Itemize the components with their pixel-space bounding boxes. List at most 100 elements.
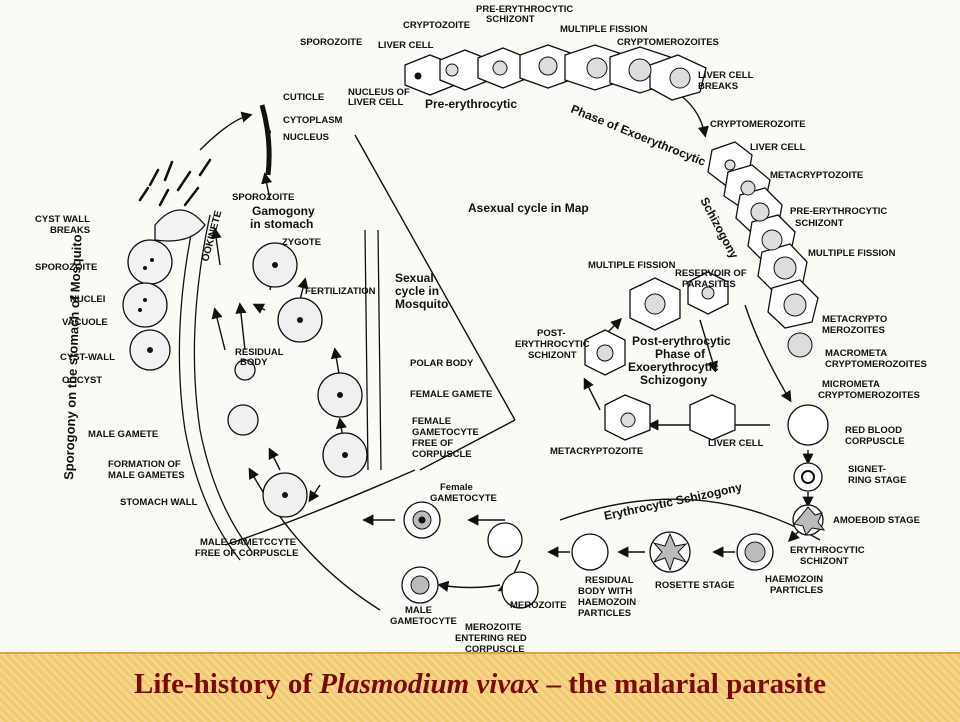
label-male-gam-free-1: MALE GAMETCCYTE [200,537,296,548]
caption-species: Plasmodium vivax [319,668,540,700]
label-macrometa-1: MACROMETA [825,348,887,359]
label-nucleus-liver-1: NUCLEUS OF [348,87,410,98]
label-pre-erythro-r-1: PRE-ERYTHROCYTIC [790,206,887,217]
title-post-phase-3: Exoerythrocytic [628,360,719,374]
caption-band: Life-history of Plasmodium vivax – the m… [0,652,960,722]
label-red-blood-2: CORPUSCLE [845,436,905,447]
label-stomach-wall: STOMACH WALL [120,497,198,508]
label-red-blood-1: RED BLOOD [845,425,902,436]
plasmodium-life-cycle-diagram: Sporogony on the stomach of Mosquito SPO… [35,4,927,655]
stomach-wall [178,214,382,561]
title-sexual-2: cycle in [395,284,439,298]
label-male-gametocyte-1: MALE [405,605,432,616]
label-haemozoin-1: HAEMOZOIN [765,574,823,585]
label-fertilization: FERTILIZATION [305,286,376,297]
label-nucleus-liver-2: LIVER CELL [348,97,404,108]
label-residual-2: BODY [240,357,268,368]
label-metacrypto-2: MEROZOITES [822,325,885,336]
title-ookinete: OOKINETE [200,209,224,263]
sporozoite-swarm [138,158,212,207]
label-cyst-wall: CYST-WALL [60,352,115,363]
label-pre-erythro-r-2: SCHIZONT [795,218,844,229]
label-nuclei: NUCLEI [70,294,105,305]
label-oocyst: OOCYST [62,375,102,386]
label-amoeboid: AMOEBOID STAGE [833,515,920,526]
label-cuticle: CUTICLE [283,92,324,103]
caption-before: Life-history of [134,668,320,700]
label-reservoir-1: RESERVOIR OF [675,268,747,279]
erythrocytic-inner [410,470,826,595]
label-multiple-fission-top: MULTIPLE FISSION [560,24,648,35]
label-cytoplasm: CYTOPLASM [283,115,343,126]
label-signet-1: SIGNET- [848,464,886,475]
label-metacryptozoite-r: METACRYPTOZOITE [770,170,863,181]
label-erythro-schizont-1: ERYTHROCYTIC [790,545,865,556]
label-post-schizont-3: SCHIZONT [528,350,577,361]
label-merozoite-enter-2: ENTERING RED [455,633,527,644]
label-rosette: ROSETTE STAGE [655,580,735,591]
label-liver-cell-c: LIVER CELL [708,438,764,449]
label-metacryptozoite-c: METACRYPTOZOITE [550,446,643,457]
label-nucleus: NUCLEUS [283,132,329,143]
label-formation-1: FORMATION OF [108,459,181,470]
label-liver-cell-breaks-1: LIVER CELL [698,70,754,81]
label-pre-erythro-2: SCHIZONT [486,14,535,25]
label-female-gamete: FEMALE GAMETE [410,389,492,400]
label-pre-erythro-1: PRE-ERYTHROCYTIC [476,4,573,15]
label-female-gametocyte-1: Female [440,482,473,493]
title-post-phase-4: Schizogony [640,373,708,387]
label-fem-gam-free-4: CORPUSCLE [412,449,472,460]
caption-after: – the malarial parasite [539,668,826,700]
label-micrometa-1: MICROMETA [822,379,880,390]
oocyst-dots [138,258,154,353]
label-metacrypto-1: METACRYPTO [822,314,887,325]
label-merozoite-enter-3: CORPUSCLE [465,644,525,652]
diagram-labels: SPOROZOITE LIVER CELL CRYPTOZOITE PRE-ER… [35,4,927,655]
label-residual-haem-2: BODY WITH [578,586,632,597]
exo-nuclei [724,159,813,358]
label-cyst-wall-breaks-2: BREAKS [50,225,90,236]
title-gamogony-1: Gamogony [252,204,315,218]
oocysts [122,209,206,371]
label-liver-cell-breaks-2: BREAKS [698,81,738,92]
label-sporozoite-mid: SPOROZOITE [232,192,294,203]
label-formation-2: MALE GAMETES [108,470,185,481]
label-residual-haem-1: RESIDUAL [585,575,634,586]
label-macrometa-2: CRYPTOMEROZOITES [825,359,927,370]
label-sporozoite-left: SPOROZOITE [35,262,97,273]
label-signet-2: RING STAGE [848,475,906,486]
label-fem-gam-free-3: FREE OF [412,438,453,449]
label-residual-haem-4: PARTICLES [578,608,631,619]
title-asexual: Asexual cycle in Map [468,201,589,215]
label-merozoite-enter-1: MEROZOITE [465,622,521,633]
label-polar-body: POLAR BODY [410,358,474,369]
label-cyst-wall-breaks-1: CYST WALL [35,214,90,225]
label-reservoir-2: PARASITES [682,279,736,290]
liver-cell-nuclei [414,56,691,89]
label-residual-haem-3: HAEMOZOIN [578,597,636,608]
label-liver-cell-r: LIVER CELL [750,142,806,153]
label-female-gametocyte-2: GAMETOCYTE [430,493,497,504]
label-residual-1: RESIDUAL [235,347,284,358]
title-sexual-3: Mosquito [395,297,448,311]
sexual-stage-nuclei [272,262,348,498]
label-merozoite: MEROZOITE [510,600,566,611]
label-fem-gam-free-1: FEMALE [412,416,451,427]
label-male-gamete: MALE GAMETE [88,429,158,440]
label-post-schizont-2: ERYTHROCYTIC [515,339,590,350]
label-cryptomerozoites: CRYPTOMEROZOITES [617,37,719,48]
label-fem-gam-free-2: GAMETOCYTE [412,427,479,438]
title-post-phase-1: Post-erythrocytic [632,334,731,348]
title-pre-erythrocytic: Pre-erythrocytic [425,97,517,111]
label-vacuole: VACUOLE [62,317,108,328]
label-zygote: ZYGOTE [282,237,321,248]
title-sexual-1: Sexual [395,271,434,285]
label-male-gam-free-2: FREE OF CORPUSCLE [195,548,298,559]
title-post-phase-2: Phase of [655,347,706,361]
label-liver-cell-top: LIVER CELL [378,40,434,51]
label-sporozoite-top: SPOROZOITE [300,37,362,48]
label-erythro-schizont-2: SCHIZONT [800,556,849,567]
label-multiple-fission-r: MULTIPLE FISSION [808,248,896,259]
diagram-svg: Sporogony on the stomach of Mosquito SPO… [35,4,927,655]
